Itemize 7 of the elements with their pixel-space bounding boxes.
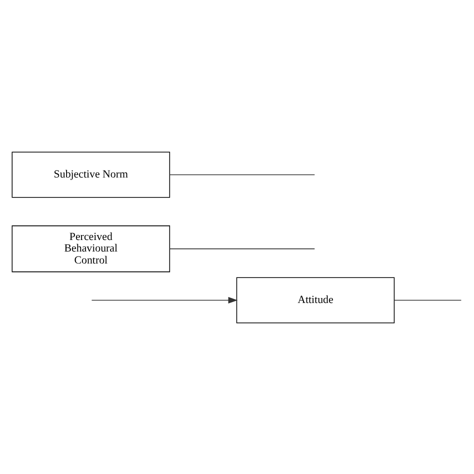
connector [169, 248, 316, 249]
node-box: Subjective Norm [12, 151, 170, 198]
connector [394, 299, 462, 300]
connector [169, 174, 316, 175]
arrow [91, 296, 238, 304]
node-box: Perceived Behavioural Control [12, 224, 170, 272]
node-box: Attitude [236, 276, 395, 323]
